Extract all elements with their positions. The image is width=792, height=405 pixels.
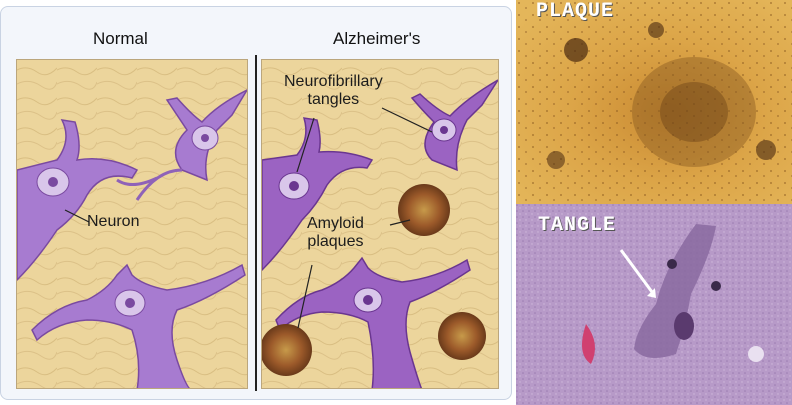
tangles-label-line2: tangles (307, 91, 360, 108)
alzheimers-neurons-illustration (262, 60, 498, 388)
illustration-card: Normal Alzheimer's (0, 6, 512, 400)
normal-neurons-illustration (17, 60, 247, 388)
panel-divider (255, 55, 257, 391)
tangles-label: Neurofibrillary tangles (284, 73, 383, 109)
plaques-label: Amyloid plaques (307, 215, 364, 251)
tangle-label: TANGLE (538, 214, 617, 237)
plaque-label: PLAQUE (536, 0, 615, 23)
amyloid-plaque (438, 312, 486, 360)
alzheimers-panel-title: Alzheimer's (333, 29, 421, 48)
plaque-micrograph: PLAQUE (516, 0, 792, 204)
normal-panel (16, 59, 248, 389)
tangles-label-line1: Neurofibrillary (284, 73, 383, 90)
amyloid-plaque (262, 324, 312, 376)
alzheimers-panel (261, 59, 499, 389)
normal-panel-title: Normal (93, 29, 148, 48)
tangle-stain-image (516, 204, 792, 405)
plaques-label-line2: plaques (307, 233, 364, 250)
plaque-stain-image (516, 0, 792, 204)
tangle-micrograph: TANGLE (516, 204, 792, 405)
neuron-label: Neuron (87, 213, 140, 230)
micrograph-column: PLAQUE TA (516, 0, 792, 405)
amyloid-plaque (398, 184, 450, 236)
plaques-label-line1: Amyloid (307, 215, 364, 232)
